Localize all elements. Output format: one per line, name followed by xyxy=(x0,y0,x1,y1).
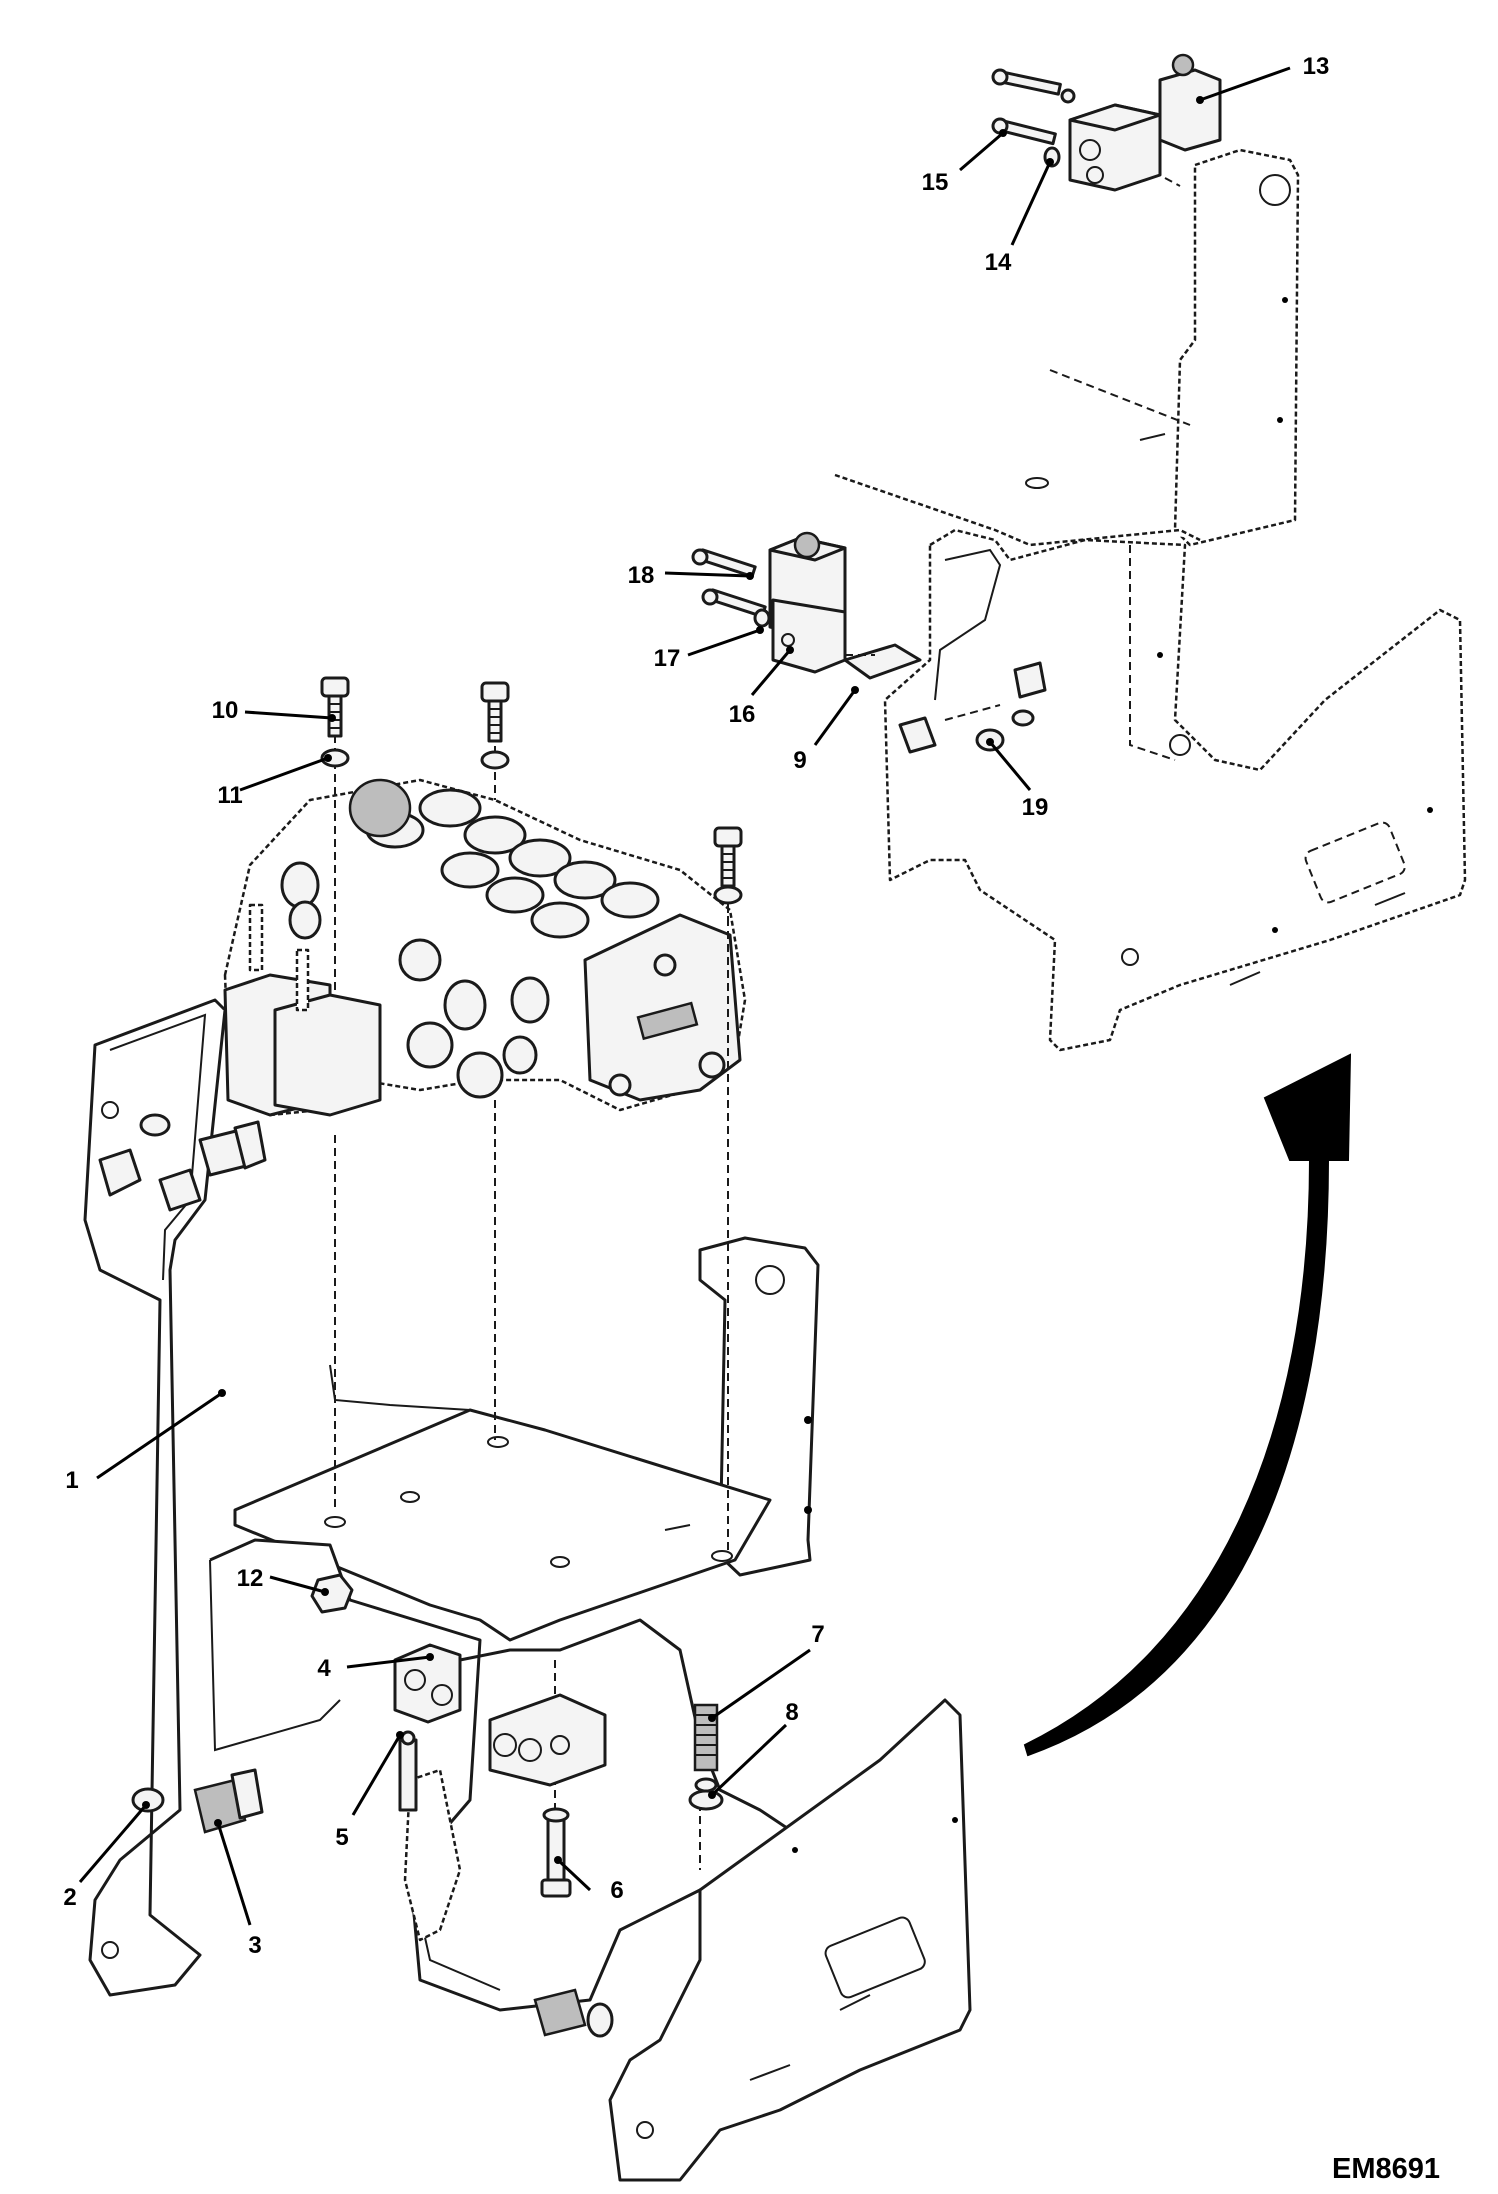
bolt-top-right xyxy=(713,826,743,888)
upper-bracket xyxy=(1173,148,1300,547)
callout-16: 16 xyxy=(729,701,756,728)
manifold-block-lower xyxy=(488,1693,607,1787)
manifold-block-4 xyxy=(393,1643,462,1724)
callout-17: 17 xyxy=(654,645,681,672)
callout-12: 12 xyxy=(237,1565,264,1592)
callout-18: 18 xyxy=(628,562,655,589)
callout-6: 6 xyxy=(610,1877,623,1904)
callout-11: 11 xyxy=(217,782,242,809)
upper-side-frame xyxy=(883,528,1467,1052)
callout-13: 13 xyxy=(1303,53,1330,80)
right-plate-slot xyxy=(824,1916,926,1999)
bolt-6 xyxy=(540,1807,572,1898)
callout-1: 1 xyxy=(65,1467,78,1494)
control-valve-assembly xyxy=(223,778,747,1117)
nut-12 xyxy=(310,1573,354,1614)
callout-3: 3 xyxy=(248,1932,261,1959)
upper-shelf xyxy=(834,473,1201,547)
spacer-bracket-9 xyxy=(843,643,922,680)
callout-10: 10 xyxy=(212,697,239,724)
bolt-3 xyxy=(193,1768,264,1834)
washer-2 xyxy=(131,1787,165,1813)
valve-mounting-plate xyxy=(233,1408,772,1642)
callout-4: 4 xyxy=(317,1655,331,1682)
solenoid-block-13 xyxy=(1068,53,1222,192)
upper-right-assembly xyxy=(691,53,1467,1052)
valve-end-block-mid xyxy=(273,993,382,1117)
callout-8: 8 xyxy=(785,1699,798,1726)
figure-reference-code: EM8691 xyxy=(1332,2153,1440,2185)
bolt-17 xyxy=(701,588,771,628)
callout-9: 9 xyxy=(793,747,806,774)
callout-15: 15 xyxy=(922,169,949,196)
callout-7: 7 xyxy=(811,1621,824,1648)
spacer-5 xyxy=(398,1738,418,1812)
callout-labels: 1 2 3 4 5 6 7 8 9 10 xyxy=(63,53,1329,1959)
solenoid-valve-16 xyxy=(768,531,847,674)
bottom-bolt xyxy=(533,1988,614,2038)
callout-14: 14 xyxy=(985,249,1012,276)
lower-mounting-assembly xyxy=(83,998,972,2182)
bolt-top-center xyxy=(480,681,510,743)
callout-19: 19 xyxy=(1022,794,1049,821)
lower-base-frame xyxy=(209,1538,792,2012)
washer-11 xyxy=(320,748,350,768)
callout-2: 2 xyxy=(63,1884,76,1911)
bolt-10 xyxy=(320,676,350,738)
bolt-15-upper xyxy=(991,68,1076,104)
bolt-18 xyxy=(691,548,757,578)
right-side-plate xyxy=(608,1698,972,2182)
washer-8 xyxy=(688,1789,724,1811)
curved-direction-arrow xyxy=(1023,1053,1352,1757)
callout-5: 5 xyxy=(335,1824,348,1851)
